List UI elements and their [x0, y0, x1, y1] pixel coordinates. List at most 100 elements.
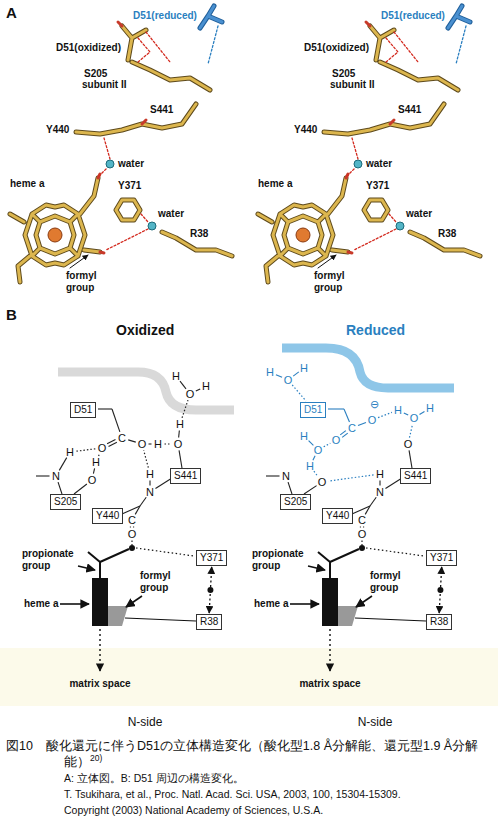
covalent-bond [340, 431, 346, 435]
hydrogen-bond [324, 443, 331, 447]
covalent-bond [107, 439, 115, 443]
covalent-bond [342, 433, 348, 437]
atom-label: H [266, 367, 274, 378]
atom-label: H [394, 405, 402, 416]
residue-name: R38 [200, 616, 218, 627]
residue-name: Y371 [200, 552, 223, 563]
residue-box: D51 [300, 402, 326, 418]
stereo-left [0, 0, 232, 282]
covalent-bond [74, 484, 87, 494]
covalent-bond [180, 381, 186, 389]
atom-label: H [300, 431, 308, 442]
covalent-bond [370, 497, 376, 506]
atom-label: H [154, 439, 162, 450]
figure-caption: 図10 酸化還元に伴うD51の立体構造変化（酸化型1.8 Å分解能、還元型1.9… [6, 738, 492, 770]
figure-label: subunit II [82, 79, 126, 91]
atom-label: O [318, 477, 327, 488]
covalent-bond [58, 482, 62, 494]
figure-label: water [366, 158, 392, 170]
residue-name: S441 [404, 470, 427, 481]
figure-label: S441 [150, 104, 173, 116]
figure-label: Reduced [346, 322, 405, 338]
covalent-bond [358, 422, 366, 425]
hydrogen-bond [409, 424, 412, 437]
residue-name: D51 [304, 404, 322, 415]
figure-label: Oxidized [116, 322, 174, 338]
covalent-bond [352, 506, 370, 514]
covalent-bond [363, 527, 364, 528]
covalent-bond [409, 450, 412, 468]
atom-label: O [332, 435, 341, 446]
residue-name: S205 [284, 496, 307, 507]
caption-text: 図10 酸化還元に伴うD51の立体構造変化（酸化型1.8 Å分解能、還元型1.9… [6, 739, 478, 769]
figure-label: R38 [438, 228, 456, 240]
covalent-bond [404, 413, 408, 415]
figure-label: propionate group [252, 548, 304, 571]
atom-label: H [426, 403, 434, 414]
figure-label: heme a [24, 598, 58, 610]
covalent-bond [149, 481, 150, 486]
figure-label: D51(reduced) [381, 10, 445, 22]
figure-label: propionate group [22, 548, 74, 571]
figure-label: formyl group [140, 570, 171, 593]
covalent-bond [304, 486, 317, 494]
covalent-bond [293, 372, 299, 376]
figure-label: R38 [190, 228, 208, 240]
figure-label: N-side [128, 716, 163, 730]
residue-box: S441 [170, 468, 201, 484]
membrane-curve-reduced [282, 348, 454, 388]
covalent-bond [149, 443, 152, 444]
covalent-bond [133, 527, 134, 528]
figure-label: subunit II [330, 79, 374, 91]
covalent-bond [178, 430, 180, 437]
residue-box: Y371 [426, 550, 457, 566]
caption-block: 図10 酸化還元に伴うD51の立体構造変化（酸化型1.8 Å分解能、還元型1.9… [6, 738, 492, 818]
hydrogen-bond [328, 475, 373, 481]
figure-label: S205 [84, 68, 107, 80]
hydrogen-bond [165, 443, 172, 444]
residue-name: Y371 [430, 552, 453, 563]
covalent-bond [276, 375, 282, 378]
residue-name: S441 [174, 470, 197, 481]
figure-label: Y440 [294, 124, 317, 136]
covalent-bond [328, 408, 344, 409]
caption-note: Copyright (2003) National Academy of Sci… [64, 802, 492, 818]
covalent-bond [109, 442, 117, 446]
hydrogen-bond [131, 541, 132, 546]
reference-number: 20) [90, 753, 102, 763]
covalent-bond [112, 409, 120, 432]
residue-name: R38 [430, 616, 448, 627]
atom-label: O [410, 413, 419, 424]
atom-label: H [202, 381, 210, 392]
atom-label: N [282, 471, 290, 482]
residue-name: Y440 [96, 510, 119, 521]
figure-label: water [118, 158, 144, 170]
atom-label: H [306, 461, 314, 472]
residue-name: D51 [74, 404, 92, 415]
dotted-double-arrow [207, 567, 213, 613]
residue-box: Y371 [196, 550, 227, 566]
hydrogen-bond [144, 450, 149, 467]
connector-dot [207, 587, 213, 593]
covalent-bond [59, 458, 66, 471]
atom-label: H [376, 469, 384, 480]
hydrogen-bond [76, 449, 95, 451]
dotted-double-arrow [437, 567, 443, 613]
atom-label: ⊖ [370, 399, 379, 410]
residue-name: Y440 [326, 510, 349, 521]
atom-label: O [404, 439, 413, 450]
atom-label: O [368, 415, 377, 426]
figure-label: matrix space [69, 678, 130, 690]
atom-label: O [284, 375, 293, 386]
atom-label: H [92, 457, 100, 468]
atom-label: O [314, 445, 323, 456]
hydrogen-bond [182, 400, 188, 418]
atom-label: N [52, 471, 60, 482]
residue-box: R38 [196, 614, 222, 630]
caption-note: T. Tsukihara, et al., Proc. Natl. Acad. … [64, 786, 492, 802]
atom-label: C [128, 515, 136, 526]
caption-note: A: 立体図。B: D51 周辺の構造変化。 [64, 770, 492, 786]
figure-label: S441 [398, 104, 421, 116]
figure-label: formyl group [370, 570, 401, 593]
residue-box: R38 [426, 614, 452, 630]
